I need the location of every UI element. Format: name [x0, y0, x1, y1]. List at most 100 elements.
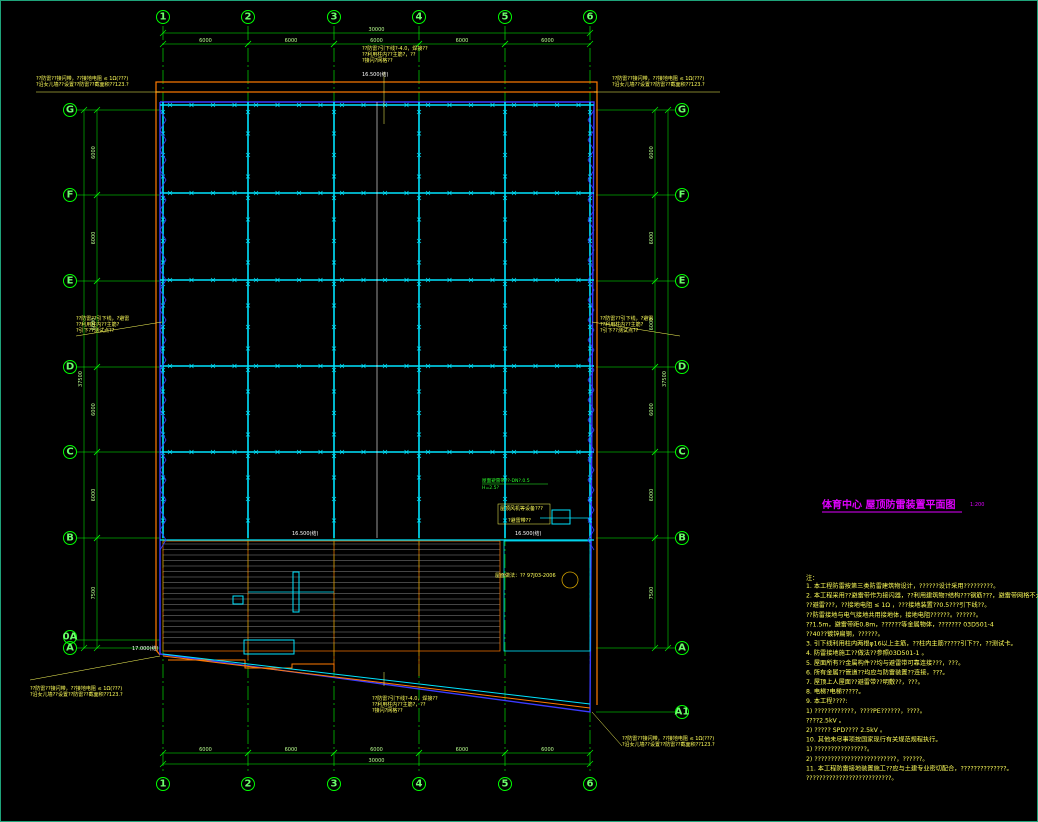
axis-bubble-bottom-4-circle	[412, 777, 426, 791]
axis-bubble-bottom-3: 3	[331, 779, 338, 790]
dim-right-span-5-tick-a	[651, 534, 659, 542]
mesh-support-mark	[339, 449, 345, 455]
note-line-6: 3. 引下线利用柱内两根φ16以上主筋，??柱内主筋?????引下??，??测试…	[806, 640, 1017, 648]
dim-left-span-5-tick-b	[93, 644, 101, 652]
elevation-mid-roof: 16.500(结)	[292, 530, 318, 537]
mesh-support-mark	[189, 449, 194, 455]
leader-bottom-left	[29, 655, 161, 681]
dim-right-span-0: 6000	[649, 146, 655, 159]
mesh-support-mark	[468, 190, 474, 196]
mesh-support-mark	[331, 410, 337, 416]
mesh-support-mark	[404, 190, 409, 196]
mesh-support-mark	[416, 152, 422, 158]
mesh-support-mark	[160, 260, 166, 265]
dim-top-span-2-tick-a	[330, 40, 338, 48]
mesh-support-mark	[210, 102, 216, 108]
mesh-support-mark	[232, 363, 237, 369]
dim-right-total-tick-b	[664, 644, 672, 652]
axis-bubble-right-G: G	[678, 105, 686, 116]
mesh-support-mark	[416, 303, 422, 308]
mesh-support-mark	[296, 449, 302, 455]
mesh-support-mark	[275, 363, 280, 369]
note-bottom-right: ??防雷??接闪带，??接地电阻 ≤ 1Ω(???)?沿女儿墙??设置??防雷?…	[622, 735, 715, 748]
dim-right-span-5: 7500	[649, 587, 655, 600]
mesh-support-mark	[576, 277, 581, 283]
mesh-support-mark	[502, 389, 508, 394]
mesh-support-mark	[447, 363, 452, 369]
mesh-support-mark	[331, 518, 337, 523]
mesh-support-mark	[253, 277, 259, 283]
mesh-support-mark	[416, 324, 422, 330]
mesh-support-mark	[447, 190, 452, 196]
note-line-20: ??????????????????????????。	[806, 775, 898, 782]
note-line-11: 8. 电梯?电梯?????。	[806, 688, 865, 696]
mesh-support-mark	[245, 195, 251, 201]
mesh-support-mark	[382, 190, 388, 196]
mesh-support-mark	[331, 324, 337, 330]
mesh-support-mark	[511, 102, 517, 108]
mesh-support-mark	[331, 109, 337, 115]
axis-bubble-left-A: A	[66, 643, 74, 654]
mesh-support-mark	[490, 102, 495, 108]
mesh-support-mark	[554, 190, 560, 196]
elevation-mid-right: 16.500(结)	[515, 530, 541, 537]
note-line-4: ??1.5m，避雷带距0.8m，??????等金属物体，??????? 03D5…	[806, 620, 994, 628]
dim-top-span-3-tick-a	[415, 40, 423, 48]
mesh-support-mark	[245, 389, 251, 394]
note-mid-left-line-0: ??防雷??引下线，?避雷	[76, 315, 129, 322]
annotations: ??防雷??接闪带，??接地电阻 ≤ 1Ω(???)?沿女儿墙??设置??防雷?…	[29, 45, 720, 748]
mesh-support-mark	[210, 363, 216, 369]
mesh-support-mark	[587, 346, 593, 351]
axis-bubble-top-6: 6	[587, 12, 594, 23]
mesh-support-mark	[587, 432, 593, 437]
elevation-top-roof: 16.500(结)	[362, 71, 388, 78]
roof-finish-note: 屋面做法：?? 97J03-2006	[495, 572, 556, 579]
mesh-support-mark	[167, 190, 173, 196]
mesh-support-mark	[404, 102, 409, 108]
mesh-support-mark	[331, 389, 337, 394]
axis-lines	[76, 26, 676, 772]
parapet-left	[155, 92, 161, 656]
mesh-support-mark	[296, 277, 302, 283]
mesh-support-mark	[189, 102, 194, 108]
mesh-support-mark	[339, 102, 345, 108]
note-mid-left: ??防雷??引下线，?避雷??利用柱内??主筋??引下??测试点??	[76, 315, 129, 334]
mesh-support-mark	[275, 449, 280, 455]
mesh-support-mark	[167, 102, 173, 108]
note-line-7: 4. 防雷接地施工??做法??参照03D501-1 。	[806, 649, 928, 657]
drawing-scale: 1:200	[970, 502, 984, 508]
mesh-support-mark	[361, 449, 366, 455]
dim-left-span-5: 7500	[91, 587, 97, 600]
dim-top-span-4: 6000	[541, 38, 554, 44]
axis-bubble-top-6-circle	[583, 10, 597, 24]
note-line-15: 2) ????? SPD???? 2.5kV 。	[806, 727, 886, 734]
mesh-support-mark	[245, 303, 251, 308]
note-bottom-left-line-0: ??防雷??接闪带，??接地电阻 ≤ 1Ω(???)	[30, 685, 122, 692]
mesh-support-mark	[318, 277, 323, 283]
bottom-slope-edge	[162, 655, 591, 709]
note-line-2: ??避雷???，??接地电阻 ≤ 1Ω ，???接地装置??0.5???引下线?…	[806, 601, 990, 609]
mesh-support-mark	[361, 363, 366, 369]
mesh-support-mark	[210, 277, 216, 283]
mesh-support-mark	[425, 277, 431, 283]
mesh-support-mark	[502, 518, 508, 523]
mesh-support-mark	[245, 518, 251, 523]
axis-bubble-right-A-circle	[675, 641, 689, 655]
dim-right-span-1: 6000	[649, 232, 655, 245]
note-center-box-line-0: 屋顶风机等设备???	[500, 505, 543, 512]
axis-bubble-right-G-circle	[675, 103, 689, 117]
mesh-support-mark	[587, 496, 593, 502]
leader-mid-right	[591, 321, 681, 337]
axis-bubble-left-A-circle	[63, 641, 77, 655]
mesh-support-mark	[245, 174, 251, 179]
rooftop-equipment	[551, 509, 571, 525]
mesh-support-mark	[416, 217, 422, 222]
note-top-mid-line-2: ?接闪?网格??	[362, 57, 393, 64]
mesh-support-mark	[511, 190, 517, 196]
dim-left-span-4: 6000	[91, 489, 97, 502]
dim-bottom-span-3-tick-a	[415, 749, 423, 757]
mesh-support-mark	[361, 277, 366, 283]
mesh-support-mark	[416, 518, 422, 523]
dim-top-span-3: 6000	[456, 38, 469, 44]
axis-bubble-left-C-circle	[63, 445, 77, 459]
